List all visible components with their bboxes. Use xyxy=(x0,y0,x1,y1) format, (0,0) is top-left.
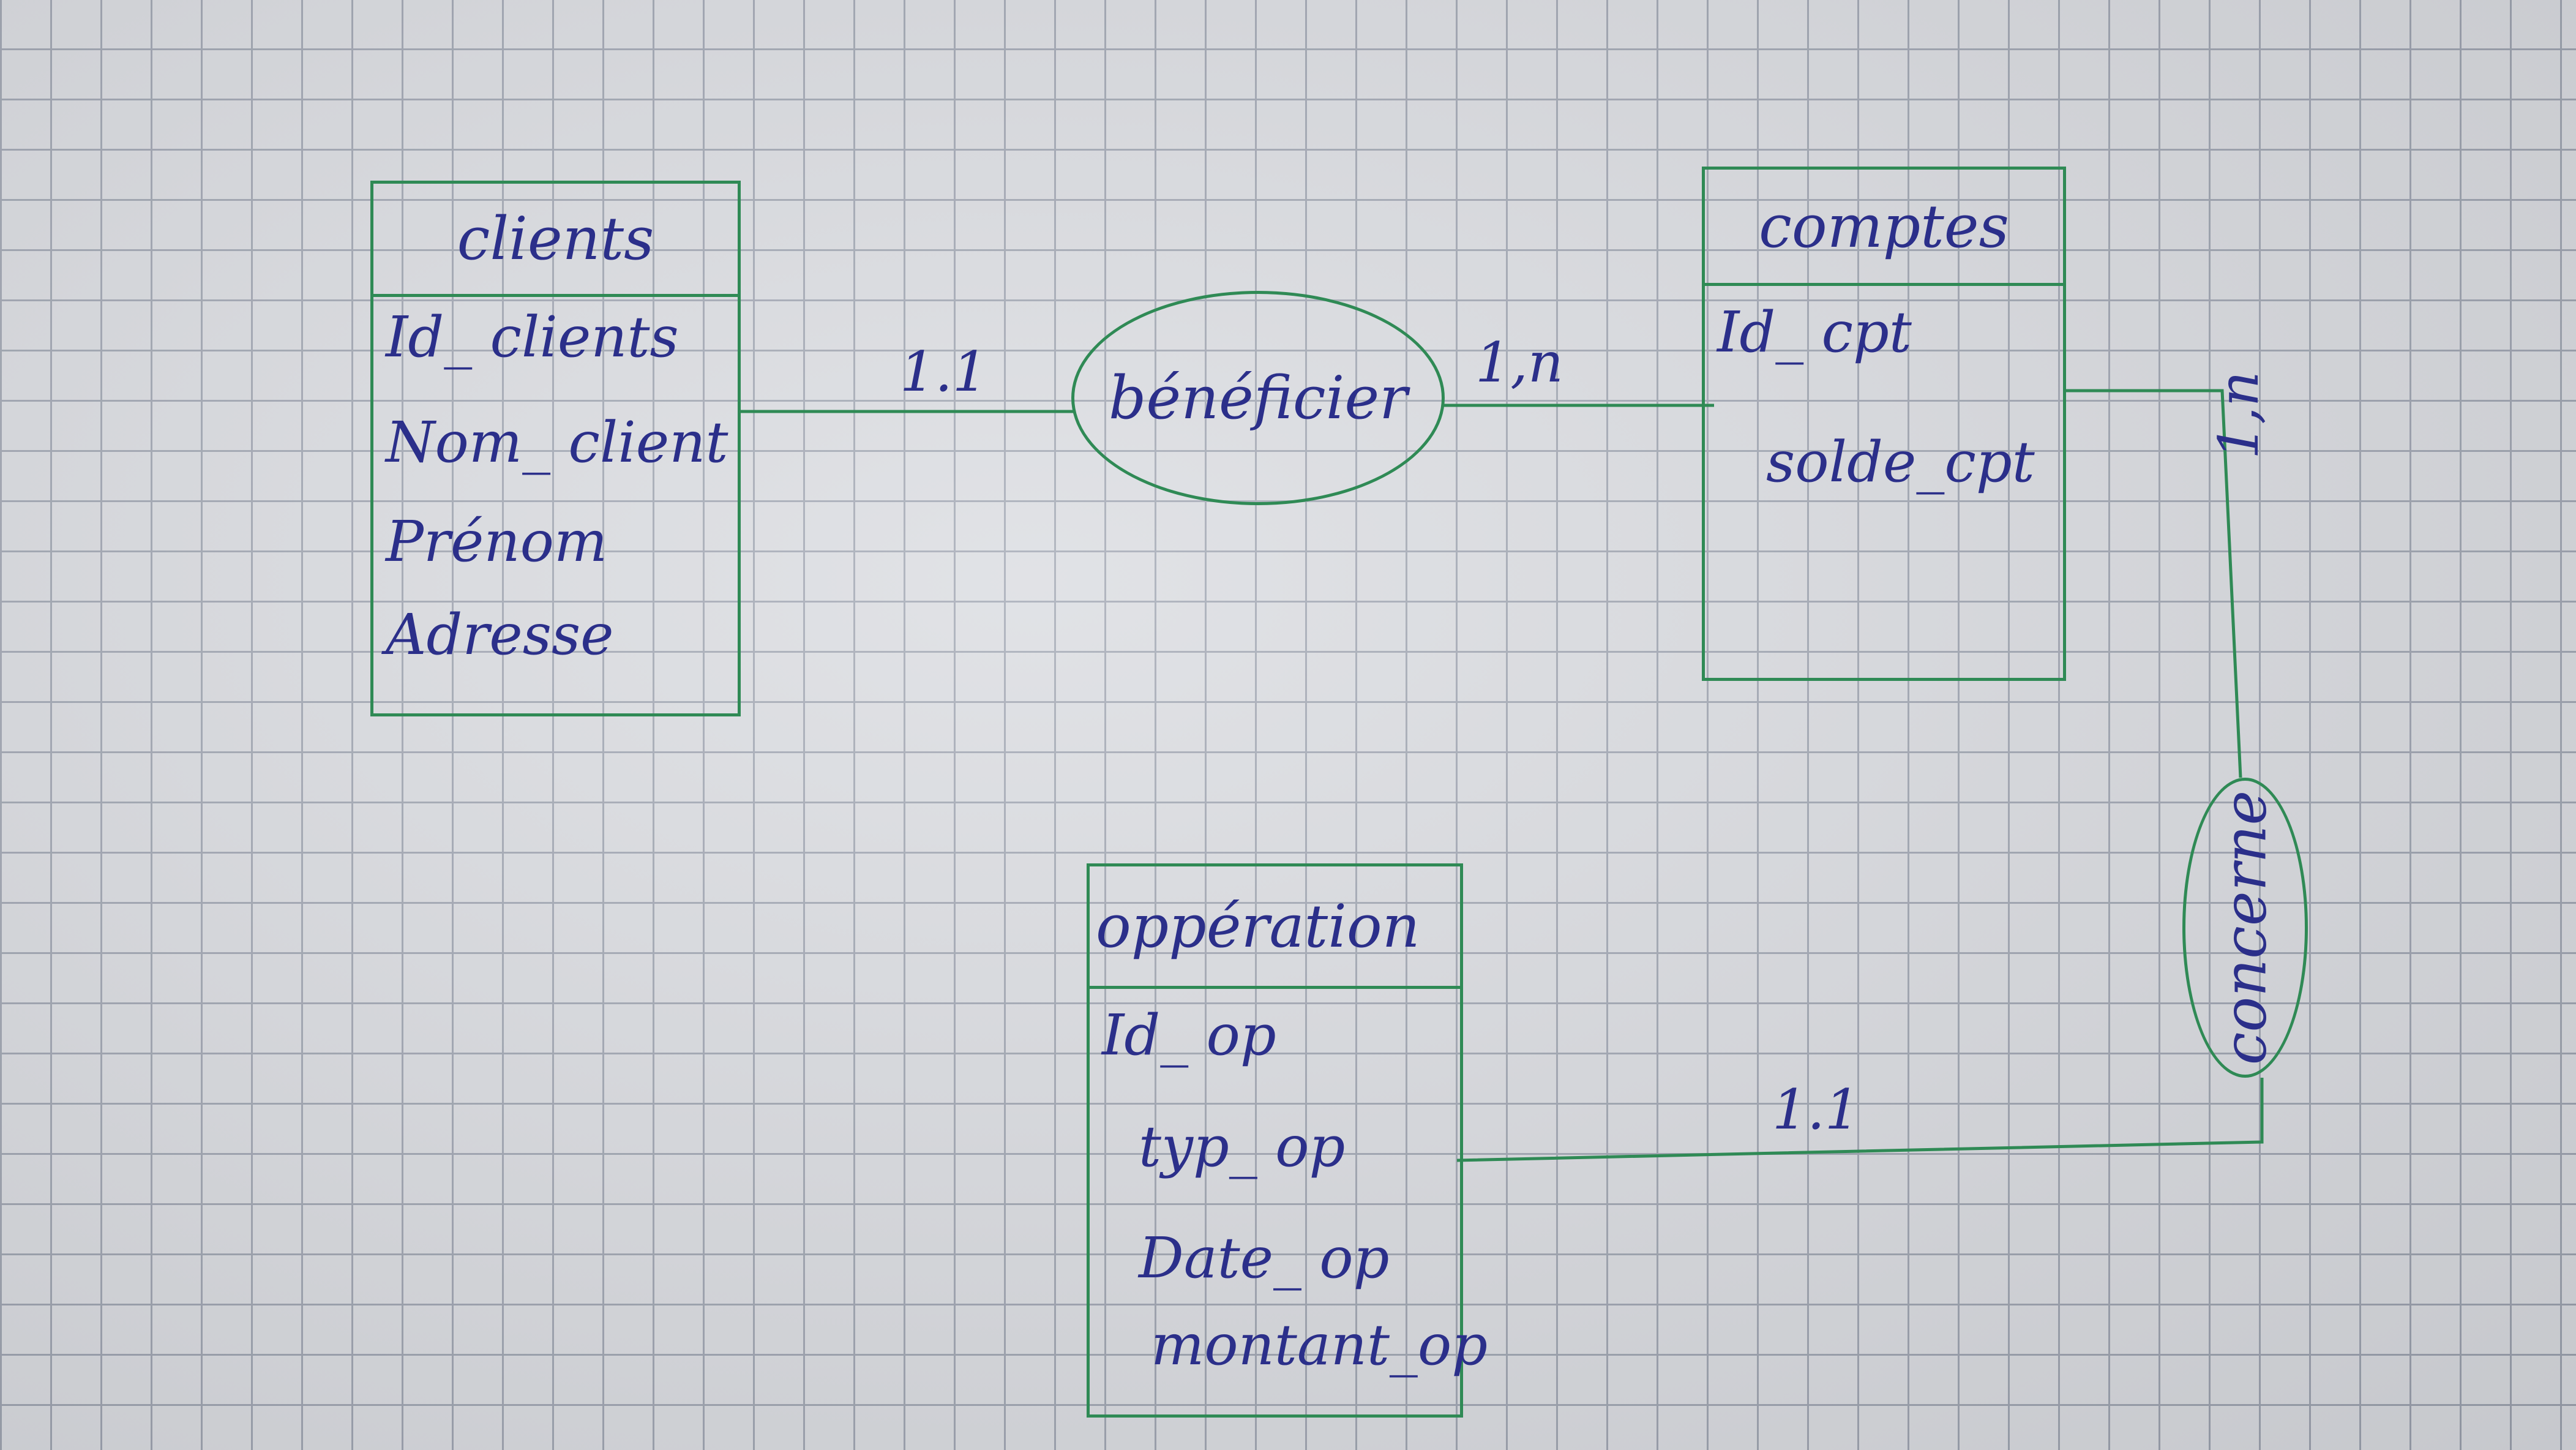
association-beneficier: bénéficier xyxy=(1071,291,1445,505)
entity-operation-title: oppération xyxy=(1090,866,1460,989)
attribute-prenom: Prénom xyxy=(386,509,608,574)
cardinality-comptes-concerne: 1,n xyxy=(2207,371,2271,459)
cardinality-clients: 1.1 xyxy=(900,340,988,404)
entity-clients: clients Id_ clients Nom_ client Prénom A… xyxy=(370,181,741,716)
attribute-nom-client: Nom_ client xyxy=(386,410,728,475)
entity-clients-title: clients xyxy=(373,184,738,297)
attribute-id-cpt: Id_ cpt xyxy=(1717,299,1912,365)
attribute-id-op: Id_ op xyxy=(1102,1002,1276,1068)
cardinality-comptes-beneficier: 1,n xyxy=(1475,331,1563,395)
entity-operation: oppération Id_ op typ_ op Date_ op monta… xyxy=(1087,863,1488,1418)
line-concerne-operation xyxy=(1456,1078,2264,1162)
attribute-id-clients: Id_ clients xyxy=(386,304,679,370)
cardinality-operation: 1.1 xyxy=(1772,1078,1860,1142)
attribute-solde-cpt: solde_cpt xyxy=(1766,429,2035,495)
attribute-date-op: Date_ op xyxy=(1139,1225,1390,1291)
entity-comptes-title: comptes xyxy=(1705,170,2063,286)
association-concerne: concerne xyxy=(2182,778,2308,1078)
attribute-montant-op: montant_op xyxy=(1151,1312,1488,1378)
line-comptes-concerne xyxy=(2063,389,2242,778)
association-concerne-label: concerne xyxy=(2211,790,2280,1065)
entity-comptes: comptes Id_ cpt solde_cpt xyxy=(1702,167,2066,681)
attribute-typ-op: typ_ op xyxy=(1139,1114,1346,1179)
attribute-adresse: Adresse xyxy=(386,602,614,667)
